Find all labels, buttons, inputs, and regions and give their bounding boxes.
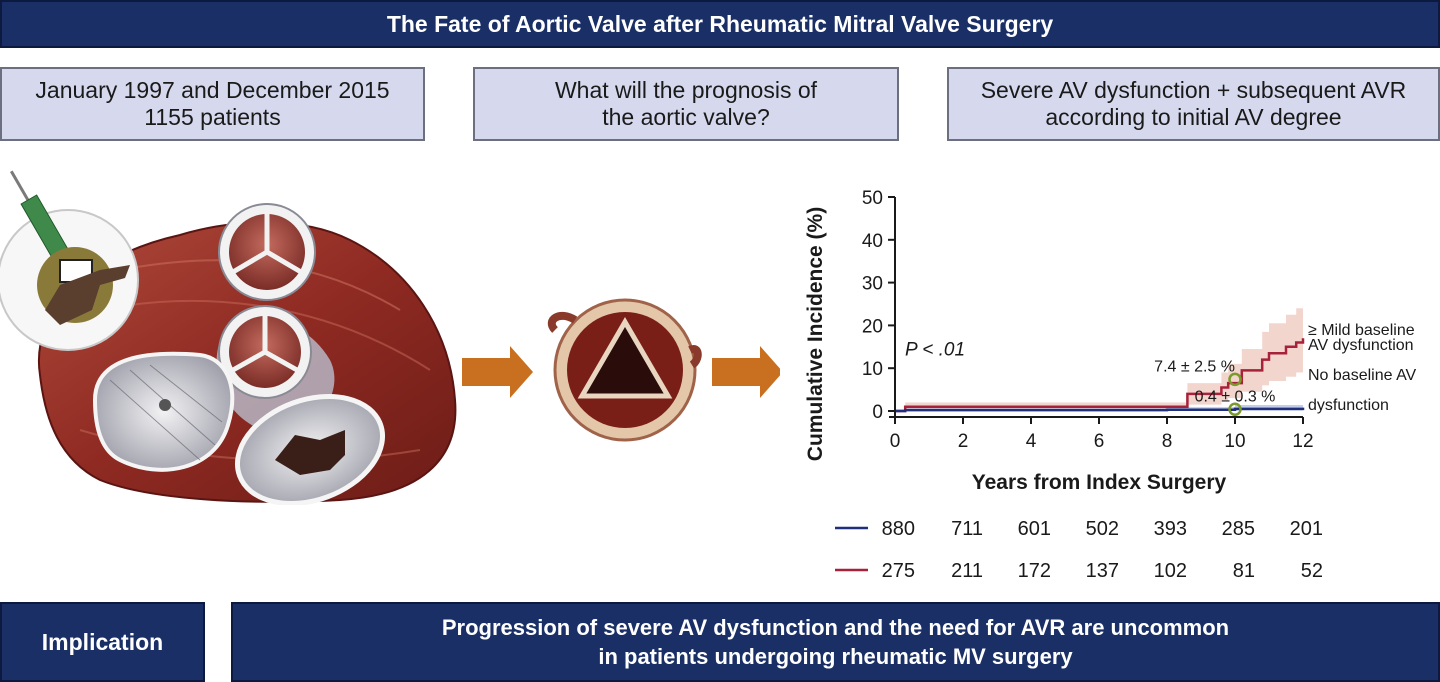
risk-number: 102	[1154, 560, 1187, 582]
outcome-box: Severe AV dysfunction + subsequent AVR a…	[947, 67, 1440, 141]
study-period-text: January 1997 and December 2015 1155 pati…	[35, 77, 390, 130]
series-line	[895, 338, 1305, 413]
y-tick-label: 0	[872, 402, 883, 423]
title-banner: The Fate of Aortic Valve after Rheumatic…	[0, 0, 1440, 48]
risk-number: 711	[951, 518, 983, 540]
series-label: No baseline AV	[1308, 367, 1417, 384]
risk-number: 601	[1018, 518, 1051, 540]
confidence-band	[895, 304, 1303, 411]
x-tick-label: 2	[958, 431, 969, 452]
arrow-right-icon-1	[462, 346, 533, 398]
implication-label-box: Implication	[0, 602, 205, 682]
risk-number: 880	[882, 518, 915, 540]
risk-number: 172	[1018, 560, 1051, 582]
x-axis-title: Years from Index Surgery	[972, 471, 1227, 494]
risk-number: 502	[1086, 518, 1119, 540]
annotation-label: 7.4 ± 2.5 %	[1154, 358, 1235, 375]
risk-number: 393	[1154, 518, 1187, 540]
series-line	[895, 407, 1305, 413]
y-tick-label: 20	[862, 316, 883, 337]
implication-text: Progression of severe AV dysfunction and…	[441, 615, 1230, 669]
question-box: What will the prognosis of the aortic va…	[473, 67, 899, 141]
aortic-valve-icon	[218, 305, 312, 399]
x-tick-label: 10	[1224, 431, 1245, 452]
series-label: ≥ Mild baseline	[1308, 322, 1415, 339]
annotation-marker	[1228, 372, 1242, 387]
risk-number: 137	[1086, 560, 1119, 582]
x-tick-label: 4	[1026, 431, 1037, 452]
outcome-text: Severe AV dysfunction + subsequent AVR a…	[980, 77, 1407, 130]
series-label: AV dysfunction	[1308, 337, 1414, 354]
y-tick-label: 40	[862, 231, 883, 252]
x-tick-label: 12	[1292, 431, 1313, 452]
cumulative-incidence-chart: 0 10 20 30 40 50 0 2 4 6 8 10 12 Cumulative Incidenc…	[804, 188, 1417, 582]
risk-number: 201	[1290, 518, 1323, 540]
x-tick-label: 0	[890, 431, 901, 452]
study-period-box: January 1997 and December 2015 1155 pati…	[0, 67, 425, 141]
tricuspid-valve-icon	[92, 351, 235, 472]
risk-number: 52	[1301, 560, 1323, 582]
x-tick-label: 6	[1094, 431, 1105, 452]
x-tick-label: 8	[1162, 431, 1173, 452]
mitral-valve-icon	[234, 393, 386, 505]
page-title: The Fate of Aortic Valve after Rheumatic…	[386, 10, 1054, 37]
risk-number: 81	[1233, 560, 1255, 582]
valve-illustration	[0, 170, 780, 505]
y-tick-label: 50	[862, 188, 883, 209]
y-tick-label: 30	[862, 274, 883, 295]
series-label: dysfunction	[1308, 397, 1389, 414]
p-value-label: P < .01	[905, 339, 965, 360]
pulmonary-valve-icon	[218, 203, 316, 301]
annotation-marker	[1228, 402, 1242, 417]
risk-number: 285	[1222, 518, 1255, 540]
arrow-right-icon-2	[712, 346, 780, 398]
annotation-label: 0.4 ± 0.3 %	[1195, 388, 1276, 405]
surgical-tool-icon	[0, 170, 139, 351]
implication-text-box: Progression of severe AV dysfunction and…	[231, 602, 1440, 682]
aortic-root-icon	[547, 298, 702, 442]
implication-label: Implication	[41, 628, 164, 655]
y-axis-title: Cumulative Incidence (%)	[804, 207, 827, 461]
risk-number: 211	[951, 560, 983, 582]
y-tick-label: 10	[862, 359, 883, 380]
risk-number: 275	[882, 560, 915, 582]
question-text: What will the prognosis of the aortic va…	[554, 77, 818, 130]
